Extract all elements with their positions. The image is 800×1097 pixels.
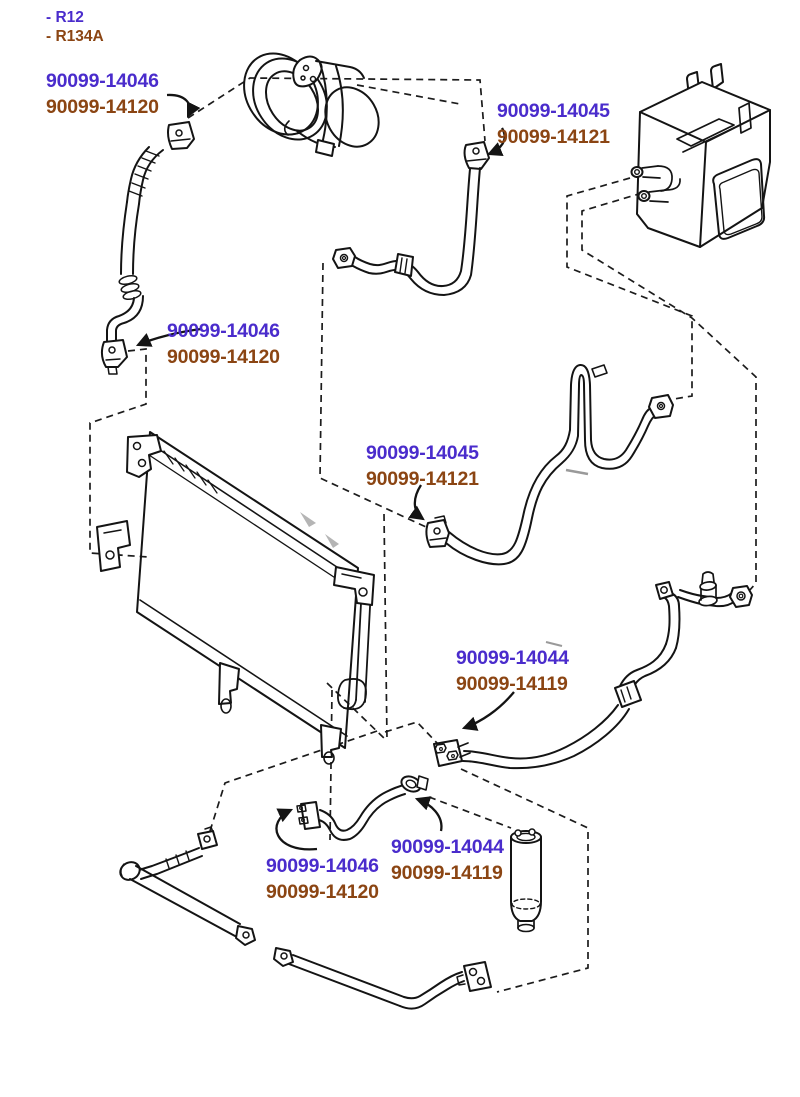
evaporator-unit-drawing bbox=[630, 63, 771, 248]
shading-accents bbox=[545, 468, 589, 647]
part-number-r12[interactable]: 90099-14046 bbox=[266, 855, 379, 877]
arrow-to-suction-top-fitting bbox=[166, 93, 201, 119]
part-number-r12[interactable]: 90099-14044 bbox=[456, 647, 569, 669]
part-number-r12[interactable]: 90099-14046 bbox=[167, 320, 280, 342]
arrow-to-connector-right-joint bbox=[414, 796, 443, 832]
connector-pipe-drawing bbox=[296, 775, 429, 841]
part-number-r12[interactable]: 90099-14045 bbox=[366, 442, 479, 464]
part-label-connector-right[interactable]: 90099-14044 90099-14119 bbox=[391, 834, 504, 886]
arrow-to-connector-left-joint bbox=[275, 808, 318, 851]
legend-r12: - R12 bbox=[46, 9, 84, 26]
part-label-suction-end[interactable]: 90099-14046 90099-14120 bbox=[167, 318, 280, 370]
arrow-to-liquid-pipe-fitting bbox=[408, 484, 425, 521]
part-label-main-hose[interactable]: 90099-14044 90099-14119 bbox=[456, 645, 569, 697]
part-number-r134a[interactable]: 90099-14121 bbox=[366, 468, 479, 490]
part-number-r12[interactable]: 90099-14045 bbox=[497, 100, 610, 122]
part-number-r134a[interactable]: 90099-14119 bbox=[456, 673, 568, 695]
legend-r134a: - R134A bbox=[46, 28, 104, 45]
refrigerant-legend: - R12 - R134A bbox=[46, 8, 104, 46]
part-number-r134a[interactable]: 90099-14120 bbox=[167, 346, 280, 368]
part-number-r134a[interactable]: 90099-14120 bbox=[46, 96, 159, 118]
liquid-pipe-drawing bbox=[425, 363, 674, 566]
suction-hose-drawing bbox=[100, 121, 195, 375]
arrow-to-main-hose-joint bbox=[461, 691, 515, 731]
main-hose-drawing bbox=[433, 643, 677, 770]
part-label-suction-top[interactable]: 90099-14046 90099-14120 bbox=[46, 68, 159, 120]
part-number-r12[interactable]: 90099-14046 bbox=[46, 70, 159, 92]
part-number-r134a[interactable]: 90099-14119 bbox=[391, 862, 503, 884]
leader-arrows bbox=[135, 93, 515, 851]
part-label-liquid-pipe[interactable]: 90099-14045 90099-14121 bbox=[366, 440, 479, 492]
discharge-hose-drawing bbox=[332, 141, 490, 296]
arrow-to-discharge-top-fitting bbox=[486, 127, 506, 157]
receiver-drier-drawing bbox=[510, 828, 542, 933]
arrow-to-suction-end-fitting bbox=[135, 327, 202, 347]
compressor-drawing bbox=[243, 52, 380, 157]
condenser-drawing bbox=[96, 431, 375, 765]
part-label-connector-left[interactable]: 90099-14046 90099-14120 bbox=[266, 853, 379, 905]
part-number-r134a[interactable]: 90099-14120 bbox=[266, 881, 379, 903]
service-valve-tube-drawing bbox=[655, 571, 753, 649]
part-label-discharge-top[interactable]: 90099-14045 90099-14121 bbox=[497, 98, 610, 150]
part-number-r134a[interactable]: 90099-14121 bbox=[497, 126, 610, 148]
part-number-r12[interactable]: 90099-14044 bbox=[391, 836, 504, 858]
underbody-pipe-drawing bbox=[119, 826, 492, 1010]
